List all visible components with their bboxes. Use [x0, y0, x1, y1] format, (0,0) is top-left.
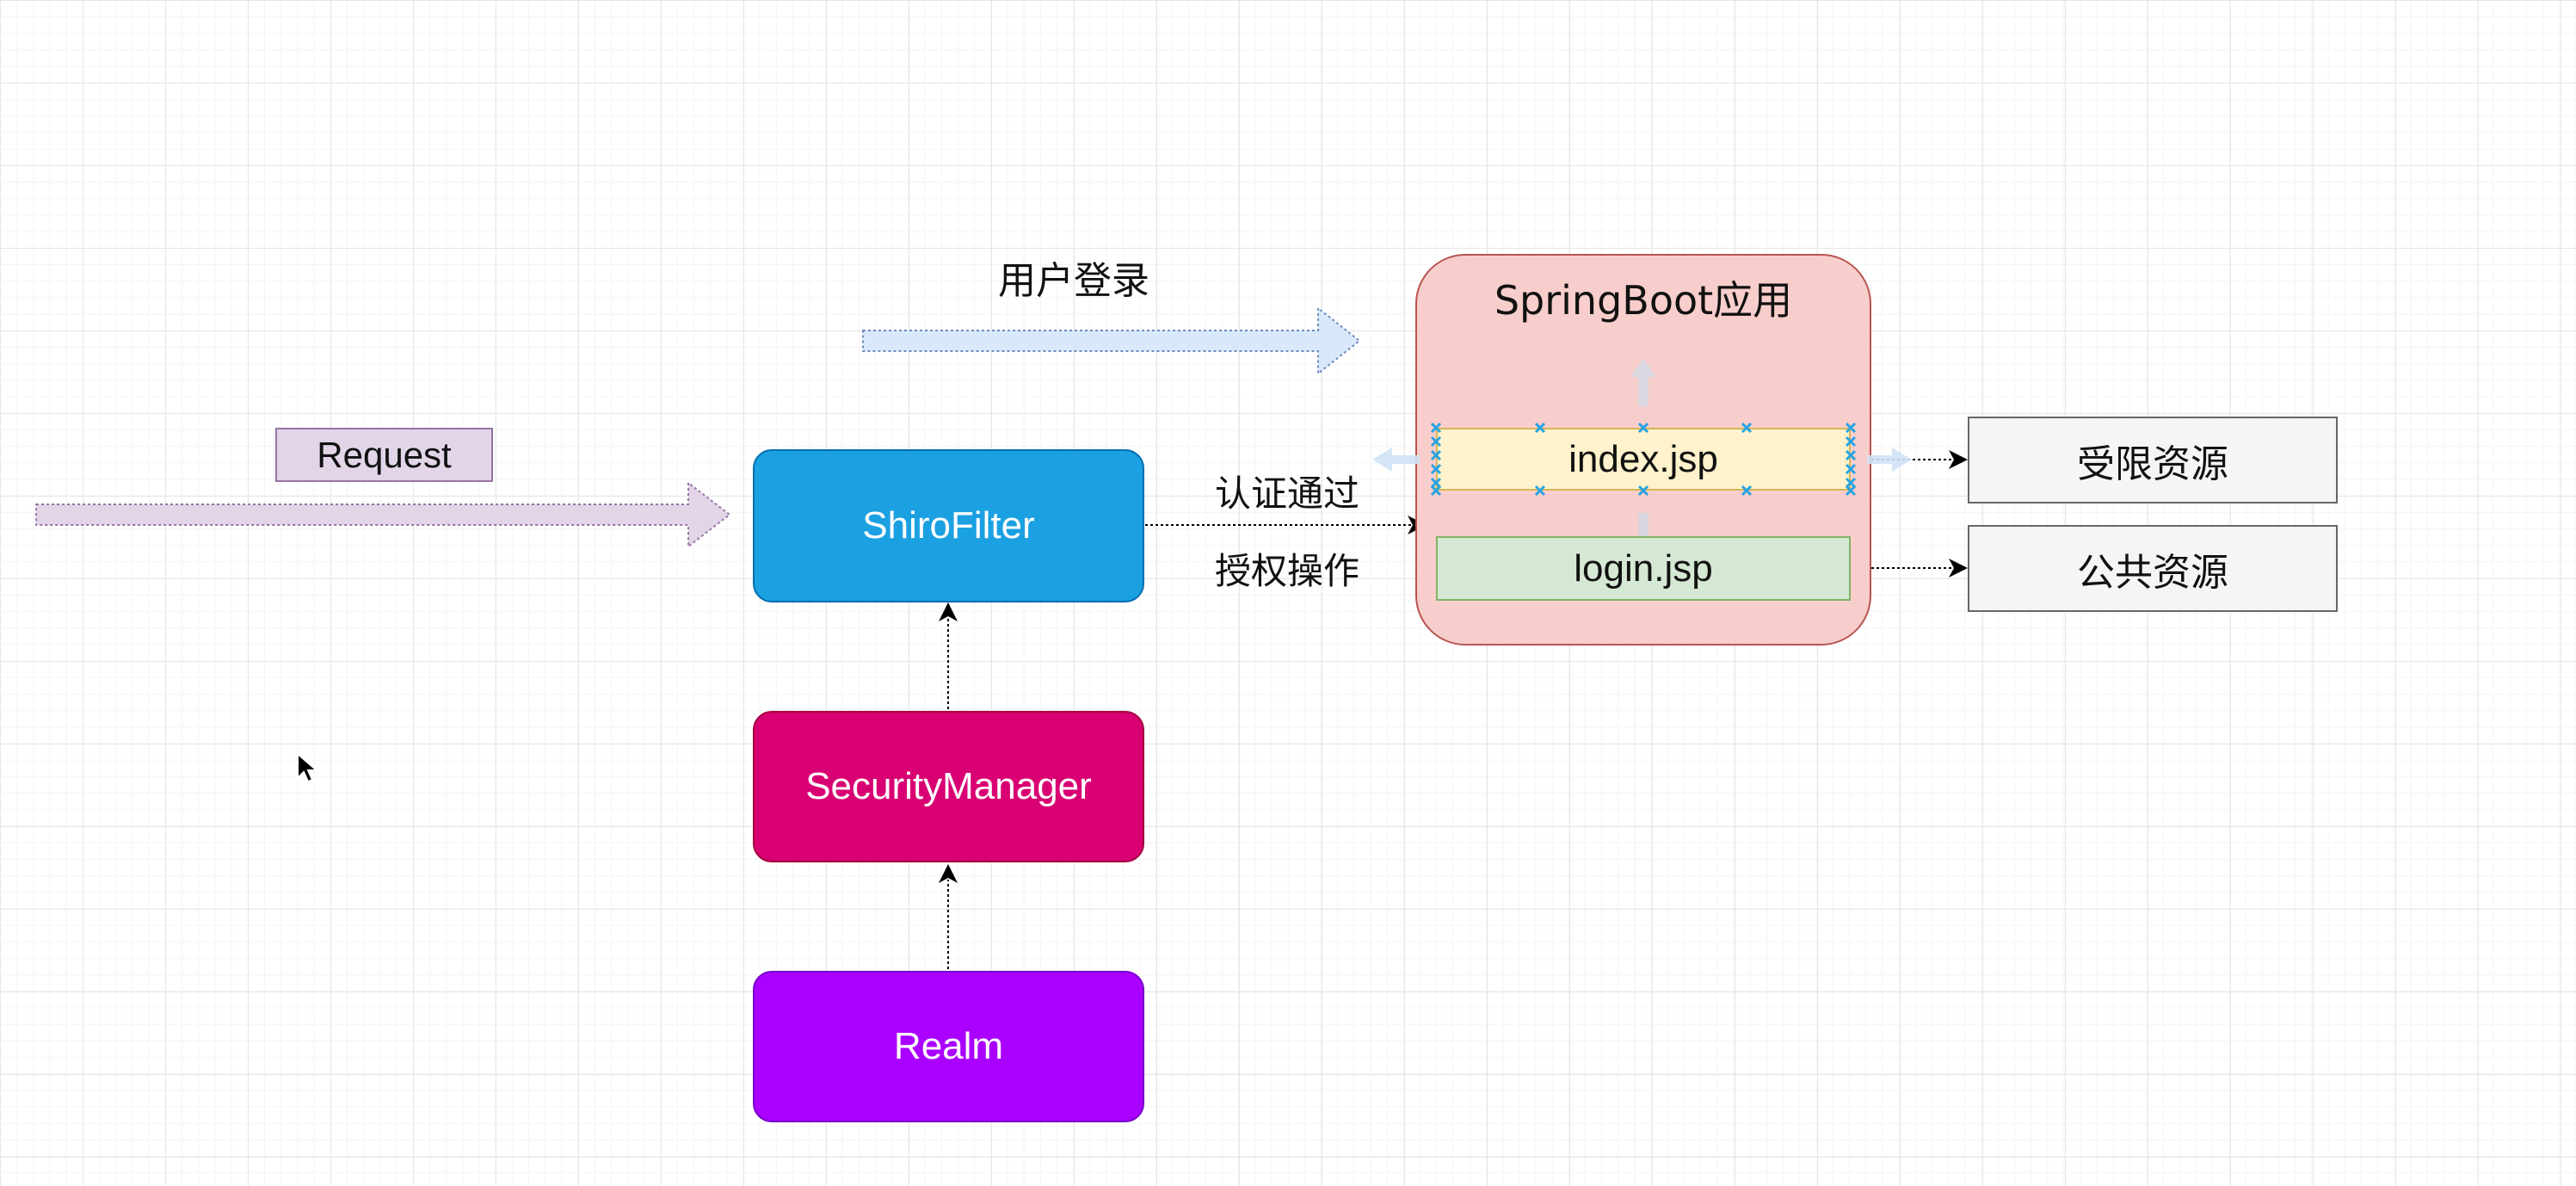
realm-node[interactable]: Realm	[753, 971, 1144, 1122]
springboot-app-title: SpringBoot应用	[1494, 277, 1793, 324]
restricted-resource-label: 受限资源	[2077, 442, 2228, 486]
auth-passed-label: 认证通过	[1215, 473, 1360, 515]
index-jsp-node[interactable]: index.jsp	[1436, 428, 1851, 491]
request-label: Request	[317, 434, 452, 475]
securitymanager-to-shirofilter-arrowhead	[939, 602, 958, 621]
shirofilter-label: ShiroFilter	[862, 504, 1035, 547]
mouse-cursor-icon	[297, 752, 319, 783]
user-login-flow-arrow[interactable]	[862, 306, 1361, 376]
index-jsp-label: index.jsp	[1568, 437, 1718, 480]
request-flow-arrow[interactable]	[35, 480, 731, 549]
authz-operation-label: 授权操作	[1215, 550, 1360, 592]
login-to-public-arrowhead	[1949, 559, 1968, 578]
index-to-restricted-arrowhead	[1949, 450, 1968, 469]
login-jsp-node[interactable]: login.jsp	[1436, 536, 1851, 601]
login-jsp-label: login.jsp	[1574, 547, 1713, 590]
realm-label: Realm	[893, 1025, 1004, 1067]
public-resource-label: 公共资源	[2077, 550, 2228, 595]
restricted-resource-node[interactable]: 受限资源	[1968, 417, 2338, 503]
securitymanager-label: SecurityManager	[805, 765, 1092, 807]
request-node[interactable]: Request	[275, 428, 493, 482]
securitymanager-node[interactable]: SecurityManager	[753, 711, 1144, 862]
shirofilter-node[interactable]: ShiroFilter	[753, 449, 1144, 602]
public-resource-node[interactable]: 公共资源	[1968, 525, 2338, 612]
realm-to-securitymanager-arrowhead	[939, 864, 958, 883]
user-login-label: 用户登录	[998, 259, 1149, 303]
